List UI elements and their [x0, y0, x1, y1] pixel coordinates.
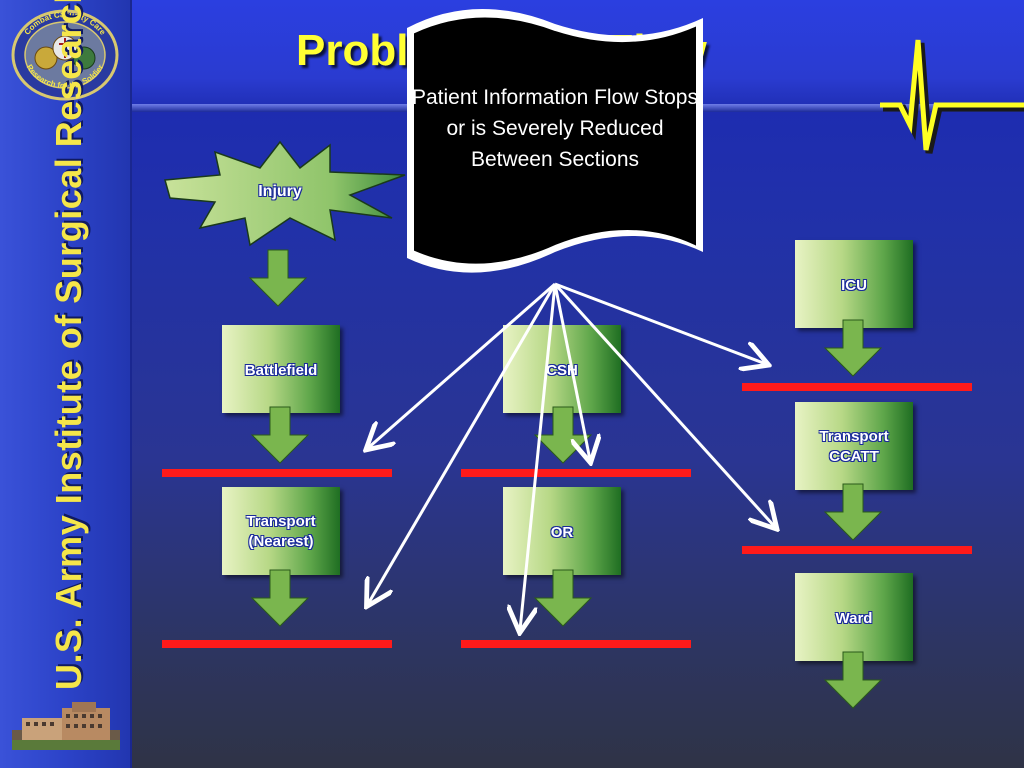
section-break-line [162, 640, 392, 648]
csh-node: CSH [503, 325, 621, 413]
building-icon [12, 702, 120, 750]
injury-starburst [164, 140, 406, 247]
section-break-line [742, 383, 972, 391]
sidebar: Combat Casualty Care Research for the So… [0, 0, 132, 768]
battlefield-label: Battlefield [244, 362, 318, 379]
flow-arrow-down-icon [533, 569, 593, 627]
flow-arrow-down-icon [250, 569, 310, 627]
transport-nearest-node: Transport(Nearest) [222, 487, 340, 575]
battlefield-node: Battlefield [222, 325, 340, 413]
callout-text: Patient Information Flow Stops or is Sev… [412, 86, 698, 171]
flow-arrow-down-icon [533, 406, 593, 464]
heartbeat-pulse-icon [880, 39, 1024, 154]
or-node: OR [503, 487, 621, 575]
section-break-line [742, 546, 972, 554]
flow-arrow-down-icon [823, 319, 883, 377]
callout-document-shape [407, 8, 703, 273]
logo-ring-text: Combat Casualty Care Research for the So… [23, 10, 108, 90]
flow-arrow-down-icon [248, 249, 308, 307]
ward-label: Ward [835, 610, 873, 627]
icu-node: ICU [795, 240, 913, 328]
transport-nearest-label: Transport(Nearest) [246, 513, 316, 550]
or-label: OR [550, 524, 574, 541]
institute-logo-icon [11, 9, 119, 101]
flow-arrow-down-icon [250, 406, 310, 464]
csh-label: CSH [546, 362, 578, 379]
flow-arrow-down-icon [823, 483, 883, 541]
ward-node: Ward [795, 573, 913, 661]
injury-label: Injury [258, 183, 302, 200]
section-break-line [162, 469, 392, 477]
section-break-line [461, 640, 691, 648]
flow-arrow-down-icon [823, 651, 883, 709]
icu-label: ICU [841, 277, 867, 294]
sidebar-institute-name: U.S. Army Institute of Surgical Research [48, 0, 89, 690]
section-break-line [461, 469, 691, 477]
